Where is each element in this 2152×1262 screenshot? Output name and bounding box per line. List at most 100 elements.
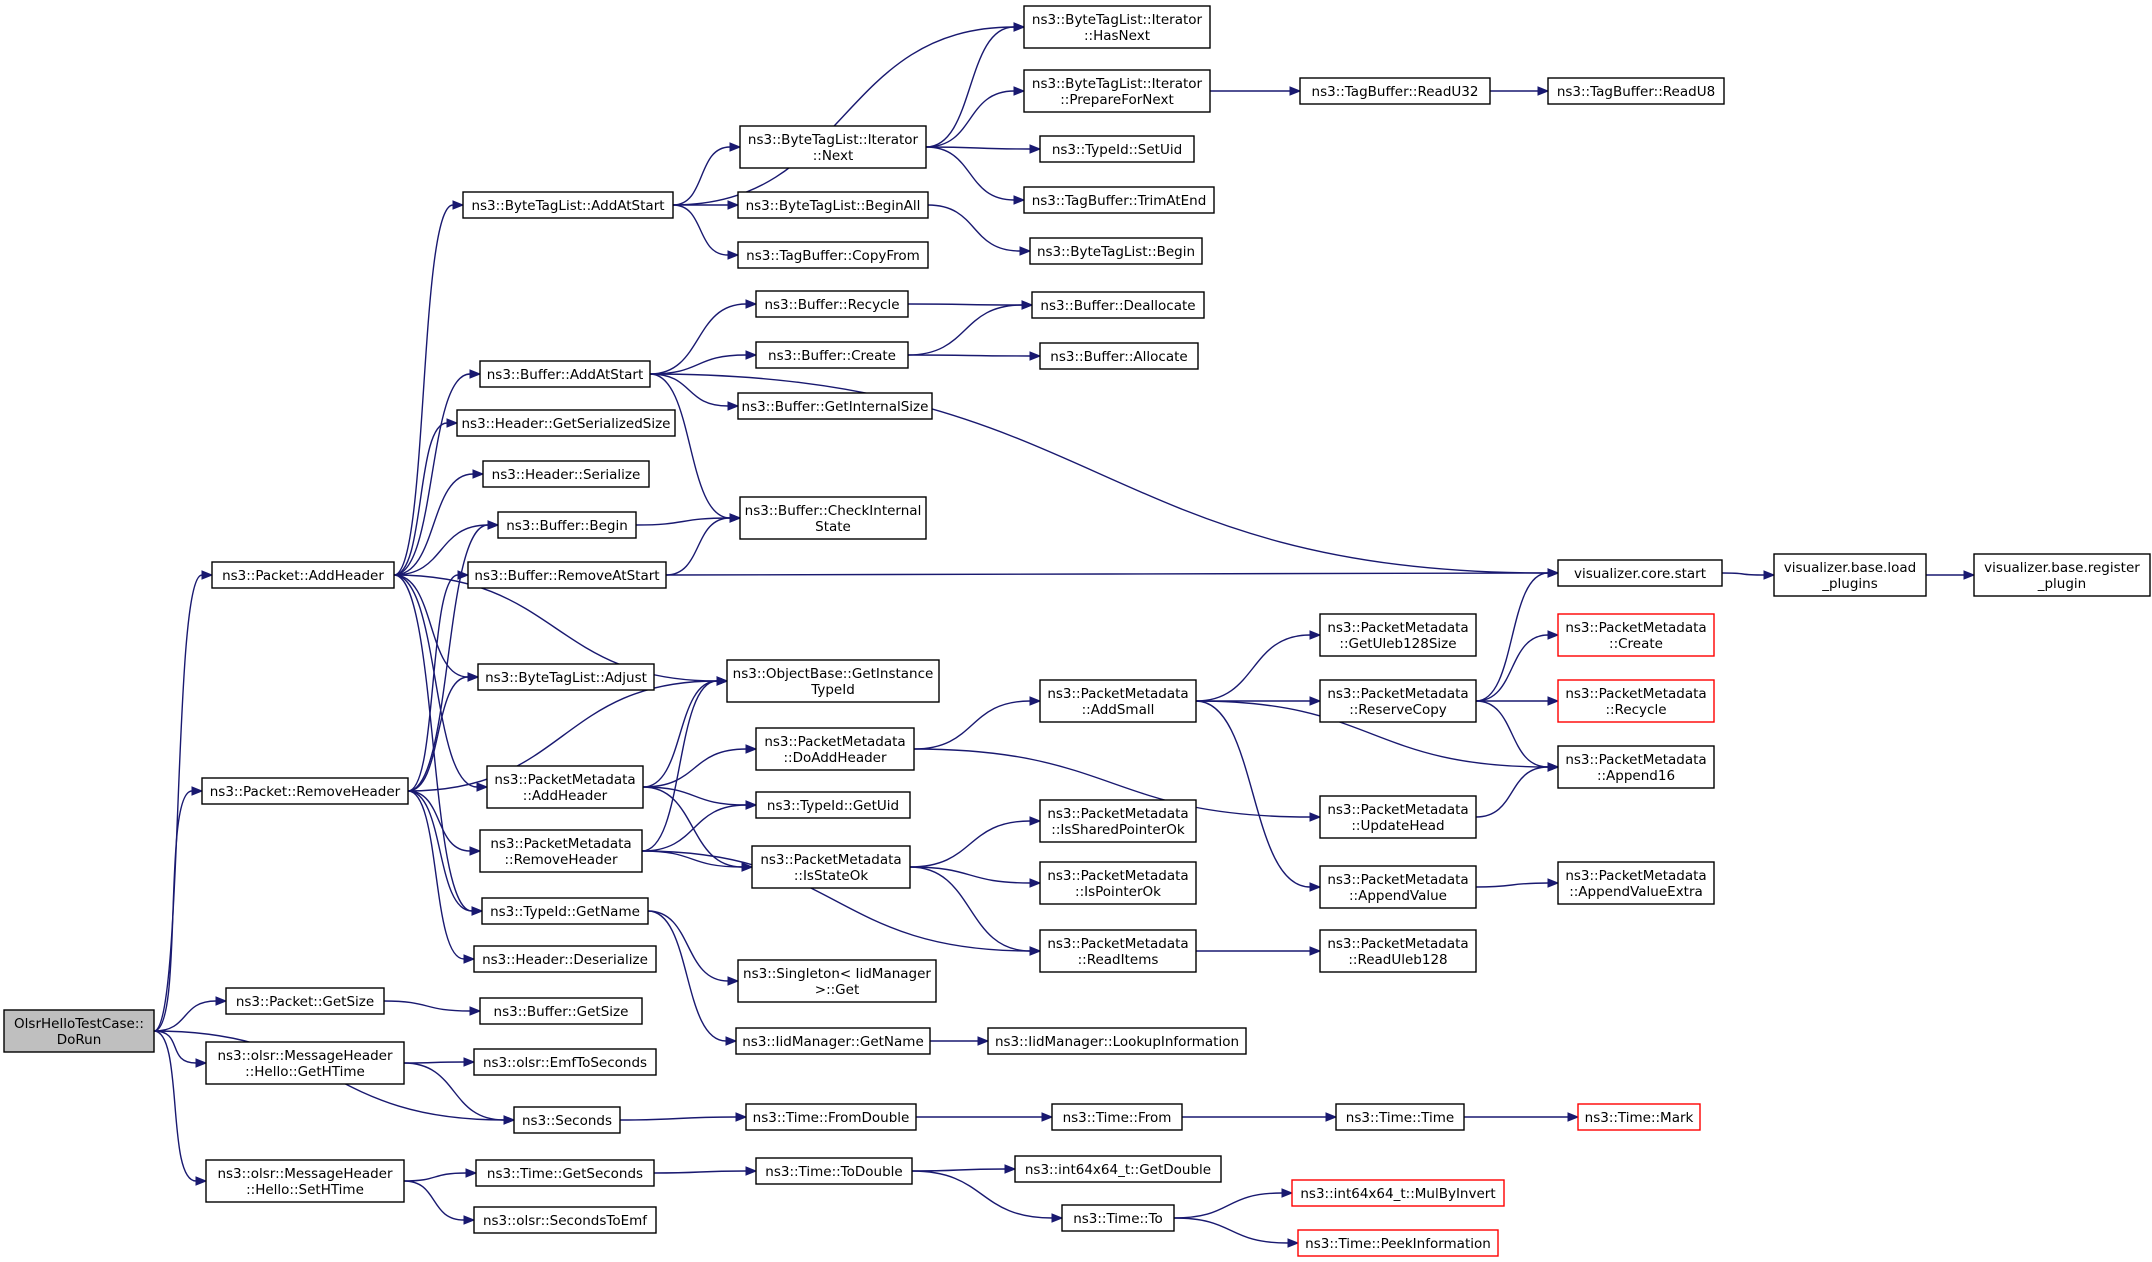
node-singleton-get[interactable]: ns3::Singleton< IidManager >::Get	[737, 959, 937, 1003]
node-iid-get-name[interactable]: ns3::IidManager::GetName	[735, 1027, 931, 1055]
node-get-htime[interactable]: ns3::olsr::MessageHeader::Hello::GetHTim…	[205, 1041, 405, 1085]
node-buf-deallocate[interactable]: ns3::Buffer::Deallocate	[1031, 291, 1205, 319]
node-label: ns3::Buffer::Create	[768, 348, 896, 364]
node-pm-append-16[interactable]: ns3::PacketMetadata::Append16	[1557, 745, 1715, 789]
node-set-htime[interactable]: ns3::olsr::MessageHeader::Hello::SetHTim…	[205, 1159, 405, 1203]
node-viz-core-start[interactable]: visualizer.core.start	[1557, 559, 1723, 587]
node-iid-lookup-info[interactable]: ns3::IidManager::LookupInformation	[987, 1027, 1247, 1055]
node-viz-load-plugins[interactable]: visualizer.base.load_plugins	[1773, 553, 1927, 597]
node-pm-update-head[interactable]: ns3::PacketMetadata::UpdateHead	[1319, 795, 1477, 839]
node-label: ns3::Header::Serialize	[492, 467, 641, 483]
node-remove-header[interactable]: ns3::Packet::RemoveHeader	[201, 777, 409, 805]
edge-timeTo-to-timePeekInfo	[1173, 1217, 1300, 1248]
node-pm-remove-header[interactable]: ns3::PacketMetadata::RemoveHeader	[479, 829, 643, 873]
node-box	[755, 1157, 913, 1185]
node-label: ::IsSharedPointerOk	[1051, 822, 1185, 838]
node-int-64mul-by-invert[interactable]: ns3::int64x64_t::MulByInvert	[1291, 1179, 1505, 1207]
node-pm-is-pointer-ok[interactable]: ns3::PacketMetadata::IsPointerOk	[1039, 861, 1197, 905]
node-p-get-size[interactable]: ns3::Packet::GetSize	[225, 987, 385, 1015]
node-tb-read-u32[interactable]: ns3::TagBuffer::ReadU32	[1299, 77, 1491, 105]
node-pm-is-shared-ptr-ok[interactable]: ns3::PacketMetadata::IsSharedPointerOk	[1039, 799, 1197, 843]
edge-pmAddHeader-to-pmIsStateOk	[642, 786, 754, 872]
node-tid-get-name[interactable]: ns3::TypeId::GetName	[481, 897, 649, 925]
node-viz-register-plugin[interactable]: visualizer.base.register_plugin	[1973, 553, 2151, 597]
edge-setHTime-to-secondsToEmf	[403, 1180, 476, 1225]
node-label: ns3::ByteTagList::Adjust	[485, 670, 647, 686]
node-label: ns3::ByteTagList::Iterator	[1032, 76, 1203, 92]
node-label: ns3::TagBuffer::CopyFrom	[746, 248, 920, 264]
node-hdr-deserialize[interactable]: ns3::Header::Deserialize	[473, 945, 657, 973]
node-box	[3, 1009, 155, 1053]
node-pm-add-header[interactable]: ns3::PacketMetadata::AddHeader	[486, 765, 644, 809]
node-label: ns3::Header::Deserialize	[482, 952, 648, 968]
node-buf-get-size[interactable]: ns3::Buffer::GetSize	[479, 997, 643, 1025]
node-buf-allocate[interactable]: ns3::Buffer::Allocate	[1039, 342, 1199, 370]
node-hdr-ser-size[interactable]: ns3::Header::GetSerializedSize	[456, 409, 676, 437]
node-btl-begin[interactable]: ns3::ByteTagList::Begin	[1029, 237, 1203, 265]
node-pm-get-uleb-128size[interactable]: ns3::PacketMetadata::GetUleb128Size	[1319, 613, 1477, 657]
node-btl-begin-all[interactable]: ns3::ByteTagList::BeginAll	[737, 191, 929, 219]
node-root[interactable]: OlsrHelloTestCase::DoRun	[3, 1009, 155, 1053]
node-box	[1299, 77, 1491, 105]
node-label: ns3::PacketMetadata	[1047, 686, 1188, 702]
node-pm-append-value[interactable]: ns3::PacketMetadata::AppendValue	[1319, 865, 1477, 909]
node-time-from[interactable]: ns3::Time::From	[1051, 1103, 1183, 1131]
node-tid-set-uid[interactable]: ns3::TypeId::SetUid	[1039, 135, 1195, 163]
node-tb-copy-from[interactable]: ns3::TagBuffer::CopyFrom	[737, 241, 929, 269]
node-int-64get-double[interactable]: ns3::int64x64_t::GetDouble	[1014, 1155, 1222, 1183]
node-label: visualizer.base.load	[1784, 560, 1916, 576]
node-buf-add-at-start[interactable]: ns3::Buffer::AddAtStart	[479, 360, 651, 388]
node-btl-iter-has-next[interactable]: ns3::ByteTagList::Iterator::HasNext	[1023, 5, 1211, 49]
edge-root-to-removeHeader	[153, 786, 204, 1032]
node-box	[475, 1159, 655, 1187]
node-pm-append-value-extra[interactable]: ns3::PacketMetadata::AppendValueExtra	[1557, 861, 1715, 905]
node-buf-get-internal-size[interactable]: ns3::Buffer::GetInternalSize	[737, 392, 933, 420]
node-pm-reserve-copy[interactable]: ns3::PacketMetadata::ReserveCopy	[1319, 679, 1477, 723]
node-tb-trim-at-end[interactable]: ns3::TagBuffer::TrimAtEnd	[1023, 186, 1215, 214]
node-seconds[interactable]: ns3::Seconds	[513, 1106, 621, 1134]
node-pm-create[interactable]: ns3::PacketMetadata::Create	[1557, 613, 1715, 657]
node-add-header[interactable]: ns3::Packet::AddHeader	[211, 561, 395, 589]
node-label: ns3::int64x64_t::GetDouble	[1025, 1162, 1211, 1178]
node-box	[1051, 1103, 1183, 1131]
node-pm-read-uleb-128[interactable]: ns3::PacketMetadata::ReadUleb128	[1319, 929, 1477, 973]
node-emf-to-seconds[interactable]: ns3::olsr::EmfToSeconds	[473, 1048, 657, 1076]
node-time-to[interactable]: ns3::Time::To	[1061, 1204, 1175, 1232]
node-time-mark[interactable]: ns3::Time::Mark	[1577, 1103, 1701, 1131]
node-tb-read-u8[interactable]: ns3::TagBuffer::ReadU8	[1547, 77, 1725, 105]
node-pm-do-add-header[interactable]: ns3::PacketMetadata::DoAddHeader	[755, 727, 915, 771]
node-pm-read-items[interactable]: ns3::PacketMetadata::ReadItems	[1039, 929, 1197, 973]
node-pm-is-state-ok[interactable]: ns3::PacketMetadata::IsStateOk	[751, 845, 911, 889]
node-btl-adjust[interactable]: ns3::ByteTagList::Adjust	[477, 663, 655, 691]
node-hdr-serialize[interactable]: ns3::Header::Serialize	[482, 460, 650, 488]
node-time-peek-info[interactable]: ns3::Time::PeekInformation	[1297, 1229, 1499, 1257]
edge-bufAddAtStart-to-bufCheckInternal	[649, 373, 742, 523]
edge-btlAddAtStart-to-btlBeginAll	[673, 200, 740, 210]
node-label: ns3::TypeId::GetName	[490, 904, 640, 920]
edge-timeToDouble-to-timeTo	[911, 1170, 1064, 1223]
node-buf-remove-at-start[interactable]: ns3::Buffer::RemoveAtStart	[467, 561, 667, 589]
node-btl-iter-prepare[interactable]: ns3::ByteTagList::Iterator::PrepareForNe…	[1023, 69, 1211, 113]
node-buf-begin[interactable]: ns3::Buffer::Begin	[497, 511, 637, 539]
node-time-from-double[interactable]: ns3::Time::FromDouble	[745, 1103, 917, 1131]
node-time-time[interactable]: ns3::Time::Time	[1335, 1103, 1465, 1131]
node-buf-create[interactable]: ns3::Buffer::Create	[755, 341, 909, 369]
node-time-to-double[interactable]: ns3::Time::ToDouble	[755, 1157, 913, 1185]
node-seconds-to-emf[interactable]: ns3::olsr::SecondsToEmf	[473, 1206, 657, 1234]
node-box	[1557, 745, 1715, 789]
node-btl-iter-next[interactable]: ns3::ByteTagList::Iterator::Next	[739, 125, 927, 169]
node-pm-recycle[interactable]: ns3::PacketMetadata::Recycle	[1557, 679, 1715, 723]
node-label: ns3::Time::To	[1073, 1211, 1163, 1227]
node-pm-add-small[interactable]: ns3::PacketMetadata::AddSmall	[1039, 679, 1197, 723]
node-tid-get-uid[interactable]: ns3::TypeId::GetUid	[755, 791, 911, 819]
edge-pGetSize-to-bufGetSize	[383, 1000, 482, 1016]
edge-timeGetSeconds-to-timeToDouble	[653, 1166, 758, 1176]
node-buf-recycle[interactable]: ns3::Buffer::Recycle	[755, 290, 909, 318]
node-box	[737, 392, 933, 420]
node-time-get-seconds[interactable]: ns3::Time::GetSeconds	[475, 1159, 655, 1187]
node-btl-add-at-start[interactable]: ns3::ByteTagList::AddAtStart	[462, 191, 674, 219]
node-label: ns3::IidManager::LookupInformation	[995, 1034, 1239, 1050]
edge-pmIsStateOk-to-pmIsSharedPtrOk	[909, 816, 1042, 868]
